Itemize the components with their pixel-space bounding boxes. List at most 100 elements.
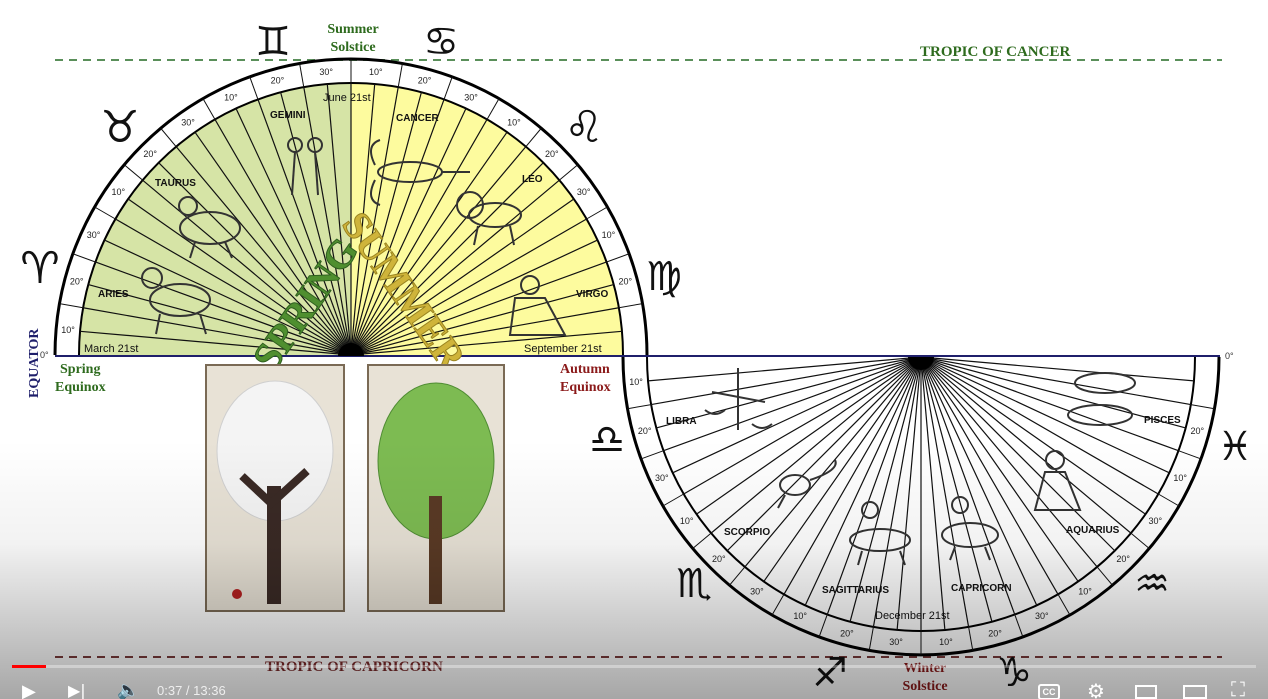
summer-solstice-label-1: Summer [327, 22, 378, 37]
ray-line [647, 356, 922, 382]
ray-line [350, 198, 575, 356]
sign-name-virgo: VIRGO [576, 289, 608, 300]
degree-label: 10° [112, 187, 126, 197]
degree-label: 10° [369, 67, 383, 77]
degree-label: 30° [577, 187, 591, 197]
sign-name-capricorn: CAPRICORN [951, 583, 1012, 594]
ray-line [350, 119, 488, 356]
tropic-of-cancer-label: TROPIC OF CANCER [920, 44, 1070, 60]
next-icon[interactable]: ▶| [68, 681, 86, 699]
ray-line [920, 356, 1132, 534]
ring-tick [606, 253, 630, 263]
miniplayer-icon[interactable] [1135, 685, 1157, 699]
aquarius-icon: ♒ [1134, 561, 1170, 607]
ray-line [920, 356, 1179, 452]
ring-tick [1014, 614, 1024, 638]
ring-tick [525, 127, 542, 147]
ray-line [920, 356, 1116, 552]
cancer-illustration [370, 139, 470, 206]
degree-label: 30° [1148, 516, 1162, 526]
ring-tick [123, 164, 143, 181]
fullscreen-icon[interactable]: ⛶ [1231, 677, 1245, 699]
ring-tick [299, 63, 305, 88]
ray-line [920, 356, 1159, 495]
ray-line [350, 146, 527, 356]
theater-mode-icon[interactable] [1183, 685, 1207, 699]
degree-label: 10° [629, 377, 643, 387]
degree-label: 20° [712, 554, 726, 564]
ray-line [214, 119, 352, 356]
gemini-icon: ♊ [255, 19, 291, 65]
ring-tick [818, 614, 828, 638]
ray-line [872, 356, 922, 627]
ring-tick [94, 206, 116, 220]
ray-line [115, 218, 352, 356]
ray-line [920, 356, 1146, 515]
ring-tick [618, 303, 643, 309]
degree-label: 20° [271, 76, 285, 86]
sign-name-pisces: PISCES [1144, 415, 1181, 426]
progress-bar[interactable] [12, 665, 1256, 668]
taurus-icon: ♉ [100, 102, 139, 153]
degree-label: 30° [87, 230, 101, 240]
ray-line [280, 92, 352, 356]
ray-line [350, 87, 399, 356]
volume-icon[interactable]: 🔈 [117, 680, 140, 699]
captions-icon[interactable]: CC [1038, 684, 1060, 699]
ray-line [350, 330, 623, 356]
ray-line [88, 284, 352, 356]
ray-line [683, 356, 922, 495]
degree-label: 30° [889, 637, 903, 647]
gemini-illustration [287, 137, 323, 196]
ray-line [303, 87, 352, 356]
degree-label: 20° [418, 76, 432, 86]
spring-equinox-label-2: Equinox [55, 380, 106, 395]
libra-icon: ♎ [589, 417, 625, 463]
degree-label: 10° [680, 516, 694, 526]
degree-label: 20° [840, 628, 854, 638]
degree-label: 10° [61, 325, 75, 335]
upper-zero-degree: 0° [40, 350, 49, 360]
degree-label: 30° [319, 67, 333, 77]
ray-line [920, 356, 1191, 406]
autumn-equinox-label-2: Equinox [560, 380, 611, 395]
degree-label: 10° [602, 230, 616, 240]
capricorn-illustration [941, 496, 999, 561]
ray-line [326, 83, 352, 356]
ray-line [920, 356, 1059, 595]
ray-line [104, 239, 352, 356]
sign-name-sagittarius: SAGITTARIUS [822, 585, 889, 596]
ring-tick [662, 493, 684, 507]
ring-tick [968, 626, 974, 651]
scorpio-icon: ♏ [676, 561, 712, 607]
ray-line [350, 239, 598, 356]
sign-name-aquarius: AQUARIUS [1066, 525, 1120, 536]
ray-line [920, 356, 1195, 382]
degree-label: 20° [1116, 554, 1130, 564]
june-date-label: June 21st [323, 92, 371, 104]
settings-gear-icon[interactable]: ⚙ [1087, 679, 1105, 699]
ray-line [350, 261, 607, 356]
ray-line [804, 356, 922, 606]
lower-zero-degree: 0° [1225, 351, 1234, 361]
play-icon[interactable]: ▶ [22, 681, 36, 699]
ray-line [710, 356, 922, 534]
taurus-illustration [178, 196, 241, 259]
ray-line [127, 198, 352, 356]
ray-line [663, 356, 922, 452]
ray-line [350, 108, 467, 356]
sagittarius-illustration [849, 501, 911, 566]
sign-name-aries: ARIES [98, 289, 129, 300]
winter-solstice-label-1: Winter [904, 661, 947, 676]
sign-name-taurus: TAURUS [155, 178, 196, 189]
upper-degree-labels: 10°20°30°10°20°30°10°20°30°10°20°30°10°2… [61, 67, 632, 335]
ring-tick [1178, 450, 1202, 460]
time-display: 0:37 / 13:36 [157, 683, 226, 698]
ray-line [849, 356, 922, 622]
ray-line [896, 356, 922, 631]
degree-label: 30° [181, 117, 195, 127]
sign-name-scorpio: SCORPIO [724, 527, 770, 538]
ray-line [350, 99, 445, 356]
